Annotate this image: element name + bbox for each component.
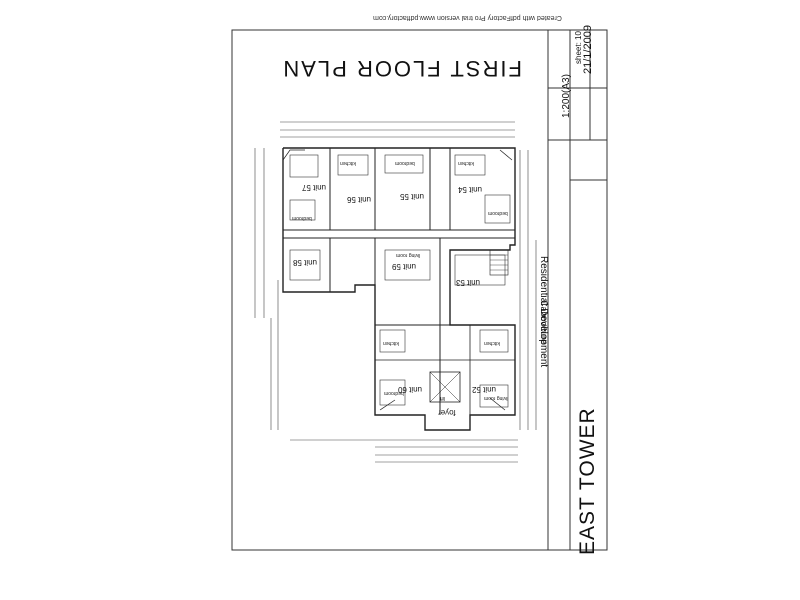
room xyxy=(479,329,509,353)
balcony xyxy=(282,149,305,161)
room xyxy=(384,249,431,281)
room-label: lift xyxy=(440,395,445,401)
room xyxy=(289,199,316,221)
room xyxy=(384,154,424,174)
room-label: kitchen xyxy=(383,340,399,346)
room-label: foyer xyxy=(438,408,456,417)
room xyxy=(454,154,486,176)
room-label: living room xyxy=(484,395,509,401)
room-label: bedroom xyxy=(384,390,404,396)
room xyxy=(289,249,321,281)
unit-label: unit 58 xyxy=(293,258,318,267)
sheet-border xyxy=(231,29,608,551)
room xyxy=(379,329,406,353)
unit-label: unit 53 xyxy=(456,278,481,287)
unit-label: unit 57 xyxy=(302,183,327,192)
unit-label: unit 59 xyxy=(392,262,417,271)
lift-shaft xyxy=(429,371,461,403)
room-label: kitchen xyxy=(484,340,500,346)
unit-label: unit 56 xyxy=(347,195,372,204)
room xyxy=(337,154,369,176)
room-label: bedroom xyxy=(292,215,312,221)
unit-label: unit 55 xyxy=(400,192,425,201)
watermark-text: Created with pdfFactory Pro trial versio… xyxy=(373,14,562,21)
plan-title: FIRST FLOOR PLAN xyxy=(281,56,522,81)
room xyxy=(479,384,509,408)
unit-label: unit 54 xyxy=(458,185,483,194)
balcony xyxy=(499,149,513,161)
balcony xyxy=(489,397,506,411)
room-label: bedroom xyxy=(488,210,508,216)
stair xyxy=(489,249,509,276)
room-label: kitchen xyxy=(340,160,356,166)
room-label: living room xyxy=(396,252,421,258)
room xyxy=(289,154,319,178)
room xyxy=(379,379,406,406)
room xyxy=(484,194,511,224)
lift-shaft xyxy=(429,371,461,403)
unit-label: unit 52 xyxy=(472,385,497,394)
room-label: bedroom xyxy=(395,160,415,166)
scale-value: 1:200(A3) xyxy=(561,74,572,118)
date-value: 21/1/2009 xyxy=(582,25,594,74)
location-name: Caboolture xyxy=(539,300,549,345)
sheet-label: sheet: 10 xyxy=(574,31,583,64)
balcony xyxy=(379,399,396,411)
room-label: kitchen xyxy=(458,160,474,166)
tower-name: EAST TOWER xyxy=(576,407,599,555)
